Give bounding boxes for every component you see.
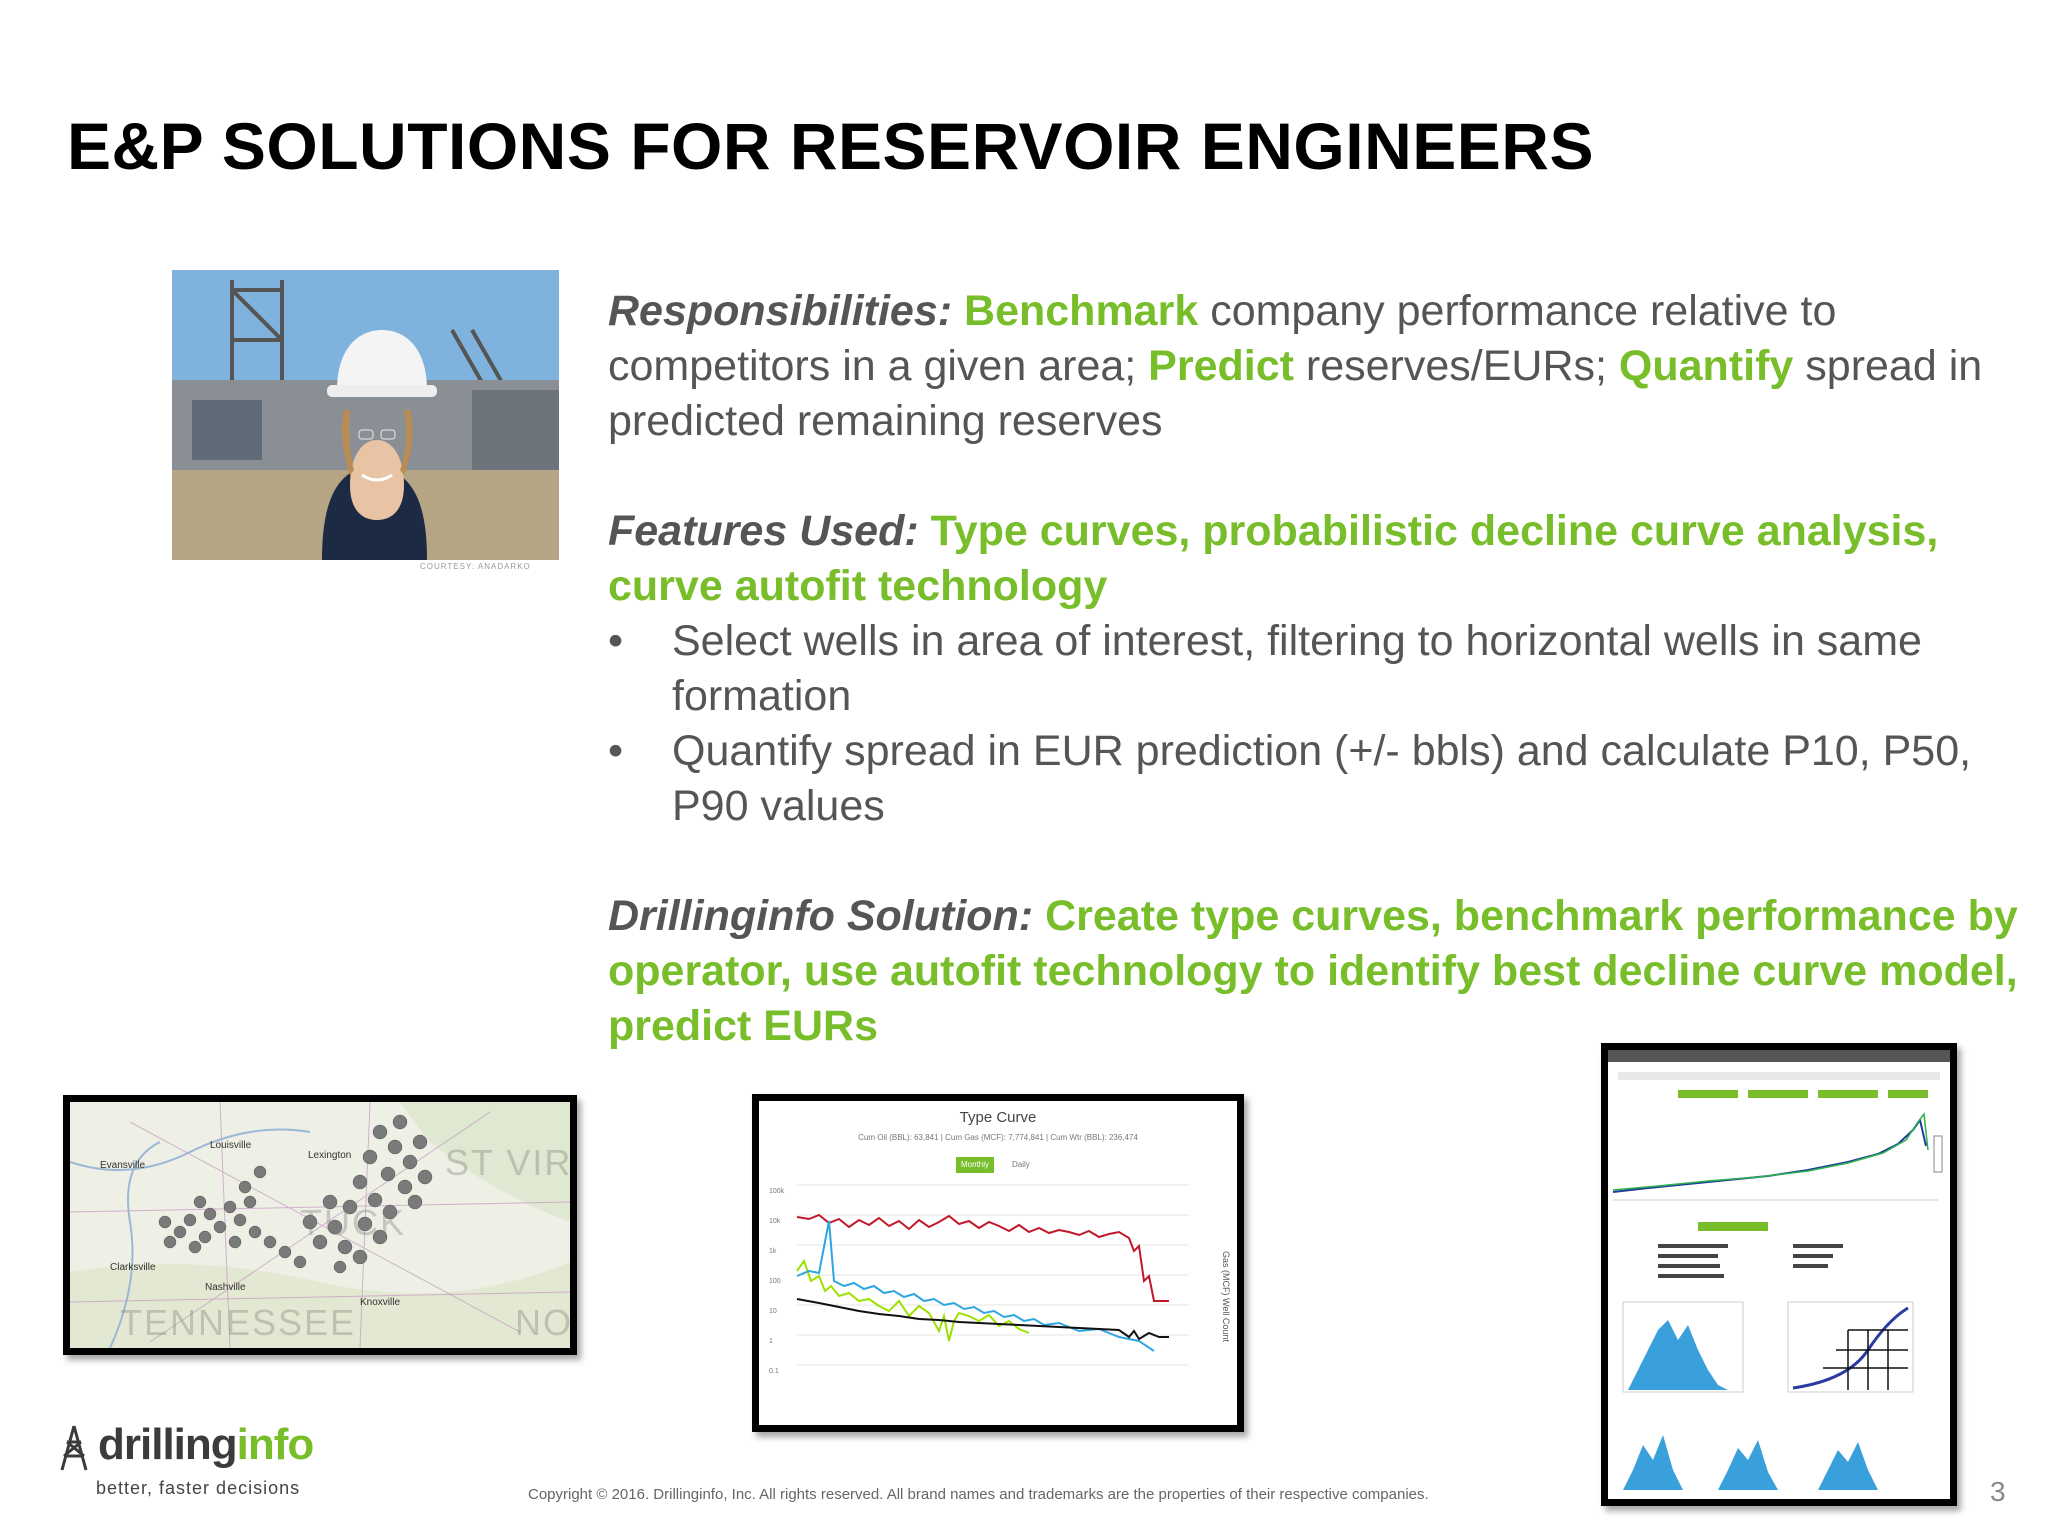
map-city-label: Nashville [205, 1282, 246, 1293]
features-paragraph: Features Used: Type curves, probabilisti… [608, 504, 2028, 614]
histogram-row [1623, 1435, 1878, 1490]
y-tick: 0.1 [769, 1368, 779, 1375]
decline-curve-analysis-thumbnail [1601, 1043, 1957, 1506]
map-city-label: Louisville [210, 1140, 252, 1151]
map-city-label: Knoxville [360, 1297, 401, 1308]
responsibilities-text-1: company performance relative to competit… [608, 287, 1837, 390]
tab-monthly[interactable]: Monthly [956, 1157, 995, 1173]
bullet-item: Quantify spread in EUR prediction (+/- b… [608, 724, 2028, 834]
features-bullet-list: Select wells in area of interest, filter… [608, 614, 2028, 834]
y-tick: 10k [769, 1218, 781, 1225]
responsibilities-text-2: reserves/EURs; [1293, 342, 1619, 390]
map-state-label: TENNESSEE [120, 1302, 357, 1343]
keyword-predict: Predict [1148, 342, 1294, 390]
map-city-label: Clarksville [110, 1262, 156, 1273]
slide-title: E&P SOLUTIONS FOR RESERVOIR ENGINEERS [67, 109, 1594, 183]
type-curve-right-axis-label: Gas (MCF) Well Count [1221, 1251, 1231, 1342]
map-city-label: Evansville [100, 1160, 146, 1171]
map-state-label: NO [515, 1302, 573, 1343]
copyright-notice: Copyright © 2016. Drillinginfo, Inc. All… [528, 1486, 1429, 1503]
slide-body: Responsibilities: Benchmark company perf… [608, 284, 2028, 1054]
decline-curve-graphic [1608, 1050, 1950, 1490]
type-curve-cumulative-summary: Cum Oil (BBL): 63,841 | Cum Gas (MCF): 7… [858, 1133, 1138, 1142]
bullet-item: Select wells in area of interest, filter… [608, 614, 2028, 724]
features-label: Features Used: [608, 507, 919, 555]
drillinginfo-logo: drillinginfo better, faster decisions [58, 1420, 318, 1500]
map-state-label: ST VIRG [445, 1142, 573, 1183]
y-tick: 100k [769, 1188, 785, 1195]
y-tick: 1 [769, 1338, 773, 1345]
type-curve-title: Type Curve [959, 1109, 1037, 1126]
photo-credit: COURTESY: ANADARKO [420, 562, 531, 571]
logo-word-drilling: drilling [98, 1420, 238, 1469]
type-curve-plot [796, 1184, 1189, 1366]
responsibilities-text-3: spread in predicted remaining reserves [608, 342, 1983, 445]
map-state-label: TUCK [300, 1202, 406, 1243]
keyword-benchmark: Benchmark [964, 287, 1199, 335]
page-number: 3 [1990, 1476, 2006, 1507]
responsibilities-label: Responsibilities: [608, 287, 953, 335]
derrick-icon [60, 1425, 88, 1471]
logo-tagline: better, faster decisions [96, 1478, 301, 1498]
logo-wordmark: drillinginfo [98, 1420, 315, 1470]
histogram-main [1622, 1301, 1744, 1393]
y-tick: 100 [769, 1278, 781, 1285]
map-graphic [70, 1102, 570, 1348]
y-tick: 10 [769, 1308, 777, 1315]
responsibilities-paragraph: Responsibilities: Benchmark company perf… [608, 284, 2028, 449]
engineer-photo [172, 270, 559, 560]
type-curve-thumbnail: Type Curve Cum Oil (BBL): 63,841 | Cum G… [752, 1094, 1244, 1432]
solution-value: Create type curves, benchmark performanc… [608, 892, 2018, 1050]
tab-daily[interactable]: Daily [1012, 1160, 1030, 1169]
map-city-label: Lexington [308, 1150, 352, 1161]
logo-word-info: info [236, 1420, 315, 1469]
well-dots [158, 1114, 433, 1274]
solution-paragraph: Drillinginfo Solution: Create type curve… [608, 889, 2028, 1054]
solution-label: Drillinginfo Solution: [608, 892, 1034, 940]
probability-plot [1787, 1301, 1914, 1393]
well-map-thumbnail: Louisville Lexington Evansville Clarksvi… [63, 1095, 577, 1355]
type-curve-y-ticks: 100k 10k 1k 100 10 1 0.1 [769, 1177, 784, 1387]
y-tick: 1k [769, 1248, 777, 1255]
keyword-quantify: Quantify [1618, 342, 1794, 390]
features-value: Type curves, probabilistic decline curve… [608, 507, 1939, 610]
